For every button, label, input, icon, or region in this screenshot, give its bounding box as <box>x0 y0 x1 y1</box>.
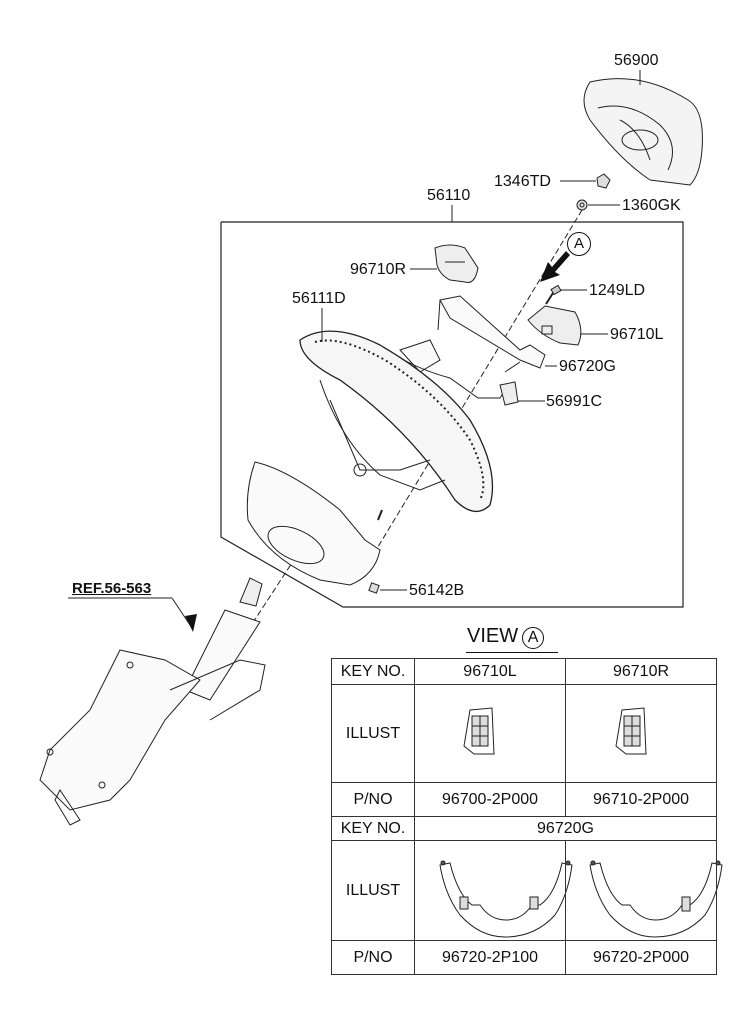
part-label-56900: 56900 <box>614 52 659 69</box>
table-row: KEY NO. 96710L 96710R <box>331 658 717 685</box>
part-label-56991C: 56991C <box>546 393 603 410</box>
reference-link-56-563[interactable]: REF.56-563 <box>72 580 152 597</box>
steering-column <box>39 577 266 826</box>
key-no-cell: 96720G <box>414 816 717 841</box>
part-label-96710L: 96710L <box>610 326 664 343</box>
illust-cell <box>565 840 717 941</box>
bolt-1249LD <box>545 284 562 305</box>
part-label-56142B: 56142B <box>409 582 465 599</box>
switch-96710L <box>527 305 582 346</box>
part-label-1360GK: 1360GK <box>622 197 681 214</box>
illust-cell <box>565 684 717 783</box>
key-no-cell: 96710L <box>414 658 566 685</box>
part-label-1249LD: 1249LD <box>589 282 646 299</box>
key-no-header: KEY NO. <box>331 816 415 841</box>
switch-96710R <box>434 244 479 283</box>
view-title-text: VIEW <box>467 625 519 647</box>
view-arrow <box>540 251 570 282</box>
lower-cover <box>246 461 383 586</box>
part-label-96710R: 96710R <box>350 261 407 278</box>
table-row: ILLUST <box>331 840 717 941</box>
illust-cell <box>414 684 566 783</box>
pno-cell[interactable]: 96720-2P100 <box>414 940 566 975</box>
view-title-underline <box>466 652 558 653</box>
key-no-cell: 96710R <box>565 658 717 685</box>
part-label-56110: 56110 <box>427 187 471 204</box>
part-label-56111D: 56111D <box>292 290 346 307</box>
view-title-marker: A <box>522 627 545 649</box>
steering-wheel-56111D <box>299 330 494 512</box>
pno-cell[interactable]: 96710-2P000 <box>565 782 717 817</box>
key-no-header: KEY NO. <box>331 658 415 685</box>
nut-1346TD <box>596 173 611 189</box>
pno-header: P/NO <box>331 940 415 975</box>
part-label-96720G: 96720G <box>559 358 616 375</box>
pno-cell[interactable]: 96700-2P000 <box>414 782 566 817</box>
part-label-1346TD: 1346TD <box>494 173 551 190</box>
illust-header: ILLUST <box>331 840 415 941</box>
illust-header: ILLUST <box>331 684 415 783</box>
table-row: KEY NO. 96720G <box>331 816 717 841</box>
table-row: P/NO 96720-2P100 96720-2P000 <box>331 940 717 975</box>
washer-1360GK <box>576 199 588 211</box>
pno-header: P/NO <box>331 782 415 817</box>
view-a-marker: A <box>567 232 591 256</box>
ref-leader <box>171 597 191 626</box>
view-a-table: KEY NO. 96710L 96710R ILLUST P/NO 96700-… <box>331 658 717 975</box>
collar-56142B <box>368 582 380 594</box>
table-row: P/NO 96700-2P000 96710-2P000 <box>331 782 717 817</box>
illust-cell <box>414 840 566 941</box>
table-row: ILLUST <box>331 684 717 783</box>
bracket-96720G <box>399 295 546 373</box>
assembly-frame <box>220 221 684 608</box>
ref-arrowhead <box>185 614 197 632</box>
airbag-module <box>583 70 703 186</box>
pno-cell[interactable]: 96720-2P000 <box>565 940 717 975</box>
